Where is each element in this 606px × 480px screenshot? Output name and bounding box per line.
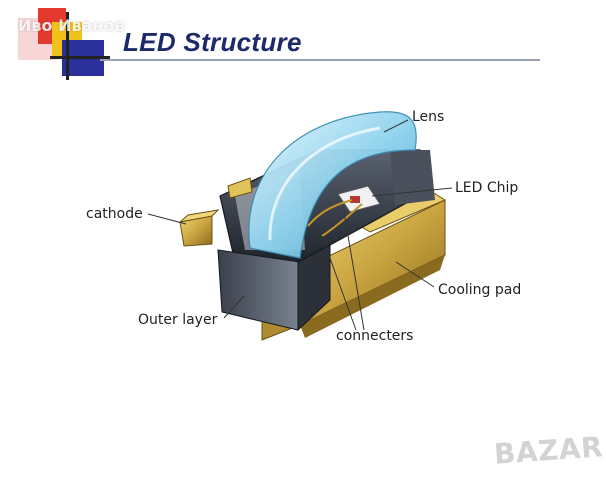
leader-lines xyxy=(147,119,453,331)
connector-wires xyxy=(307,199,363,237)
cathode-tab xyxy=(178,177,253,247)
page-title: LED Structure xyxy=(123,27,302,57)
label-outer-layer: Outer layer xyxy=(138,312,218,328)
label-led-chip: LED Chip xyxy=(455,180,519,196)
label-lens: Lens xyxy=(412,109,445,125)
lens-dome xyxy=(248,111,417,259)
led-chip xyxy=(337,185,381,213)
label-cathode: cathode xyxy=(86,206,143,222)
header-rule xyxy=(100,59,540,61)
slide-logo xyxy=(18,8,110,80)
label-cooling-pad: Cooling pad xyxy=(438,282,522,298)
label-connecters: connecters xyxy=(336,328,414,344)
watermark-text: Иво Иванов xyxy=(18,16,125,35)
